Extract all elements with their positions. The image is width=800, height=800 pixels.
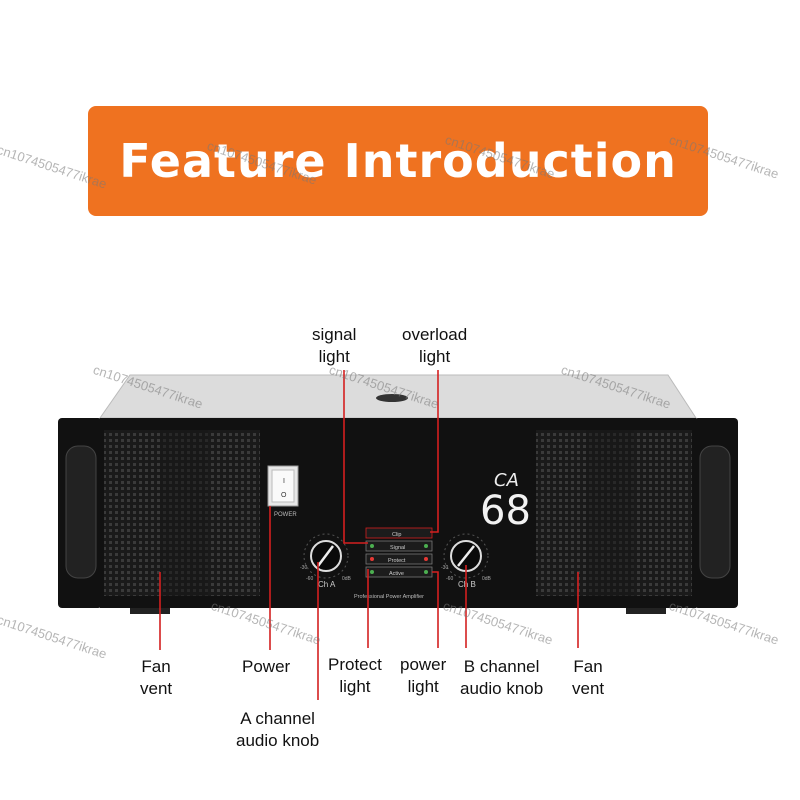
svg-text:O: O bbox=[281, 492, 287, 499]
handle-right bbox=[699, 445, 731, 579]
svg-text:-60: -60 bbox=[306, 576, 313, 582]
knob-a-label: Ch A bbox=[318, 580, 336, 589]
svg-text:I: I bbox=[283, 478, 285, 485]
top-screw bbox=[376, 394, 408, 402]
indicator-signal: Signal bbox=[390, 545, 405, 551]
power-switch-label: POWER bbox=[274, 512, 297, 518]
indicator-protect: Protect bbox=[388, 558, 406, 564]
banner-title: Feature Introduction bbox=[119, 134, 677, 188]
leader-lines bbox=[159, 370, 579, 700]
knob-a-scale bbox=[303, 533, 349, 579]
indicator-panel: Clip Signal Protect Active bbox=[365, 527, 433, 578]
panel-caption: Professional Power Amplifier bbox=[354, 594, 424, 600]
feature-banner: Feature Introduction bbox=[88, 106, 708, 216]
knob-b-scale bbox=[443, 533, 489, 579]
svg-text:-30: -30 bbox=[441, 565, 448, 571]
knob-b-label: Ch B bbox=[458, 580, 476, 589]
indicator-active: Active bbox=[389, 571, 404, 577]
callout-power: Power bbox=[242, 657, 291, 676]
handle-left bbox=[65, 445, 97, 579]
model-number: 68 bbox=[480, 488, 531, 534]
svg-text:0dB: 0dB bbox=[482, 576, 492, 582]
svg-text:-30: -30 bbox=[300, 565, 307, 571]
svg-text:0dB: 0dB bbox=[342, 576, 352, 582]
svg-text:-60: -60 bbox=[446, 576, 453, 582]
brand-logo: CA bbox=[494, 470, 519, 491]
indicator-clip: Clip bbox=[392, 532, 401, 538]
